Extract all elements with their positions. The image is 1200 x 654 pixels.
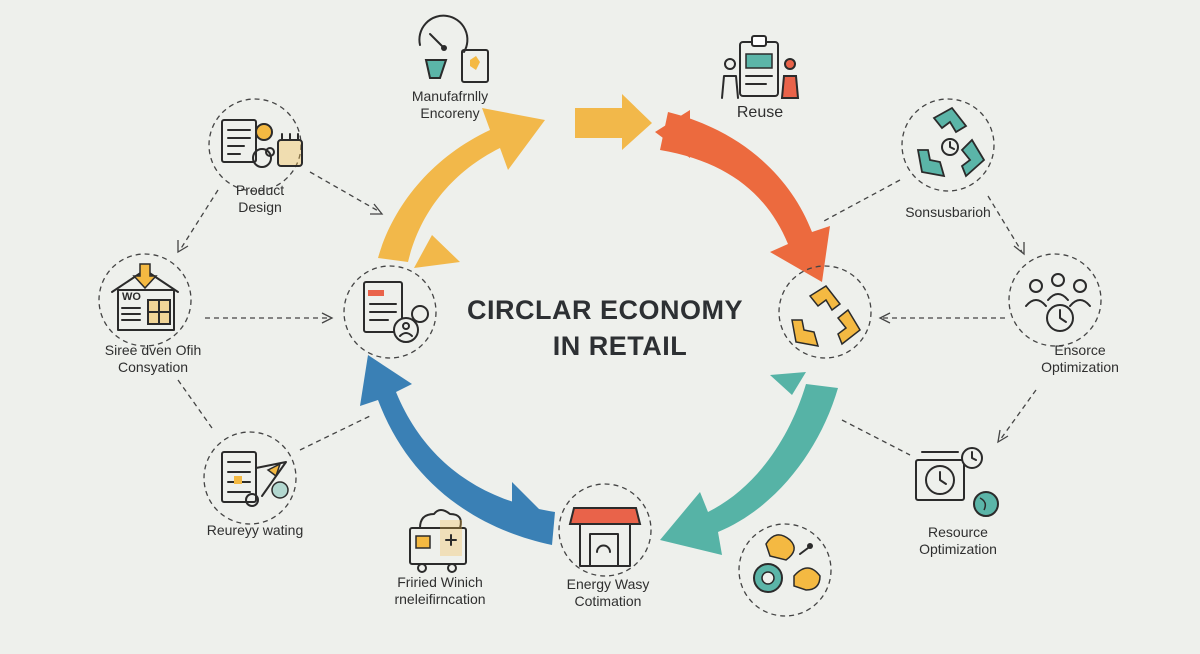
documents-icon <box>221 119 303 168</box>
dashboard-gauge-icon <box>418 14 489 83</box>
document-icon <box>363 281 429 343</box>
factory-icon <box>409 509 467 573</box>
blue-arrow-head-bottom <box>512 482 542 528</box>
node-label-ensorce: Ensorce Optimization <box>1041 342 1119 375</box>
clock-globe-icon <box>915 447 999 517</box>
yellow-cycle-arrow <box>378 108 545 262</box>
teal-cycle-arrow <box>660 384 838 555</box>
spreadsheet-crane-icon <box>221 451 289 507</box>
node-label-sonsusbarioh: Sonsusbarioh <box>905 204 991 220</box>
node-label-friried: Friried Winich rneleifirncation <box>394 574 486 607</box>
yellow-arrow-head-small <box>414 235 460 268</box>
yellow-top-arrow <box>575 94 652 150</box>
node-label-reureyy: Reureyy wating <box>206 522 304 538</box>
node-label-product-design: Product Design <box>235 182 285 215</box>
recycle-icon <box>916 106 986 178</box>
clipboard-people-icon <box>721 35 800 99</box>
diagram-title: CIRCLAR ECONOMY IN RETAIL <box>440 292 770 364</box>
blue-cycle-arrow <box>360 355 555 545</box>
eco-cycle-icon <box>753 534 821 593</box>
house-icon: WO <box>111 263 179 331</box>
storefront-icon <box>568 507 642 567</box>
title-line-1: CIRCLAR ECONOMY <box>467 295 743 325</box>
recycle-icon <box>791 285 861 347</box>
teal-arrow-head-small <box>770 372 806 395</box>
orange-cycle-arrow <box>660 112 830 282</box>
node-label-reuse: Reuse <box>736 104 784 121</box>
node-label-manufacturing: Manufafrnlly Encoreny <box>411 88 489 121</box>
orange-arrow-head-top <box>655 110 690 158</box>
title-line-2: IN RETAIL <box>552 331 688 361</box>
wo-sign-text: WO <box>122 291 141 303</box>
connectors <box>177 171 1037 456</box>
node-label-energy: Energy Wasy Cotimation <box>566 576 650 609</box>
node-label-resource-optimization: Resource Optimization <box>919 524 997 557</box>
node-label-siree-dven: Siree dven Ofih Consyation <box>104 342 202 375</box>
team-clock-icon <box>1025 273 1091 332</box>
